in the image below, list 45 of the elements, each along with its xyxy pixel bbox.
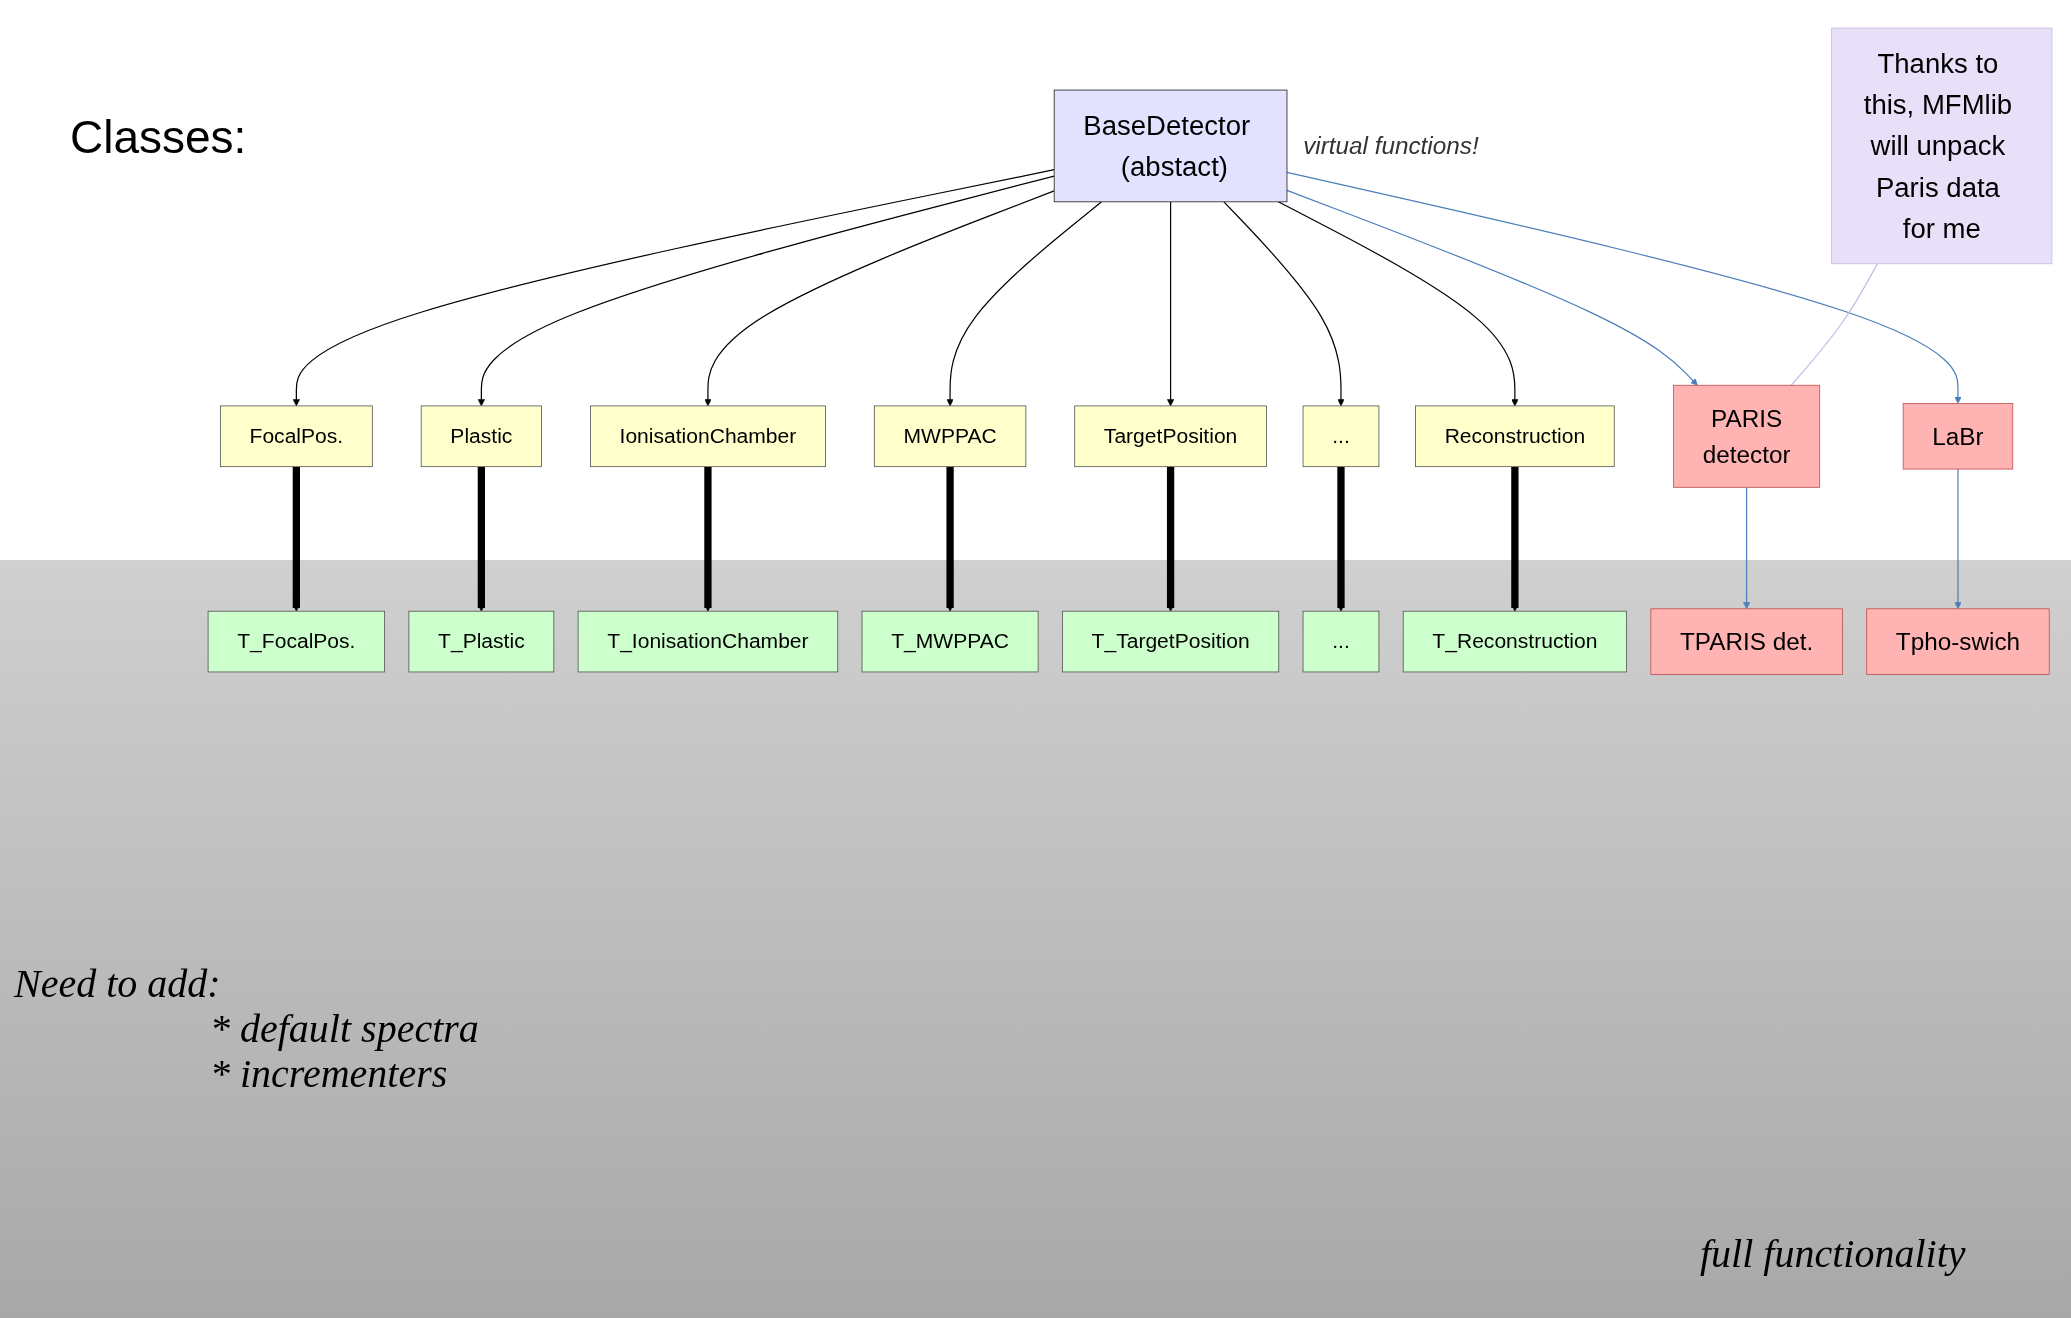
node-box: TPARIS det. <box>1650 608 1843 675</box>
node-box: T_Plastic <box>408 610 555 673</box>
node-box: T_TargetPosition <box>1062 610 1280 673</box>
arrow <box>1954 468 1962 610</box>
node-box: T_FocalPos. <box>207 610 385 673</box>
arrow <box>1511 466 1519 612</box>
list-item: * incrementers <box>210 1051 448 1097</box>
node-box: BaseDetector (abstact) <box>1053 89 1288 203</box>
node-box: Tpho-swich <box>1866 608 2050 675</box>
note-text: Need to add: <box>14 960 221 1007</box>
arrow <box>1337 466 1345 612</box>
node-box: LaBr <box>1902 403 2014 470</box>
arrow <box>946 201 1103 407</box>
node-box: T_IonisationChamber <box>577 610 839 673</box>
node-box: IonisationChamber <box>590 405 826 468</box>
arrow <box>292 466 300 612</box>
node-box: Plastic <box>420 405 542 468</box>
heading: Classes: <box>70 110 247 164</box>
arrow <box>1277 201 1519 407</box>
node-box: Thanks to this, MFMlib will unpack Paris data for me <box>1831 27 2053 265</box>
arrow <box>1223 201 1345 407</box>
node-box: T_Reconstruction <box>1402 610 1627 673</box>
arrow <box>1743 486 1751 610</box>
annotation-text: full functionality <box>1700 1230 1966 1277</box>
arrow <box>477 466 485 612</box>
arrow <box>1166 466 1175 612</box>
arrow <box>292 169 1055 407</box>
side-note: virtual functions! <box>1303 132 1479 160</box>
arrow <box>1286 189 1698 386</box>
node-box: ... <box>1302 610 1380 673</box>
arrow <box>1286 171 1962 404</box>
arrow <box>704 466 712 612</box>
list-item: * default spectra <box>210 1005 479 1052</box>
node-box: PARIS detector <box>1673 384 1821 488</box>
node-box: T_MWPPAC <box>861 610 1039 673</box>
arrow <box>704 190 1055 407</box>
node-box: ... <box>1302 405 1380 468</box>
node-box: MWPPAC <box>873 405 1027 468</box>
arrow <box>946 466 954 612</box>
arrow <box>477 175 1055 407</box>
node-box: Reconstruction <box>1415 405 1615 468</box>
arrow <box>1167 201 1175 407</box>
node-box: FocalPos. <box>220 405 373 468</box>
connector <box>1790 263 1878 386</box>
node-box: TargetPosition <box>1074 405 1267 468</box>
